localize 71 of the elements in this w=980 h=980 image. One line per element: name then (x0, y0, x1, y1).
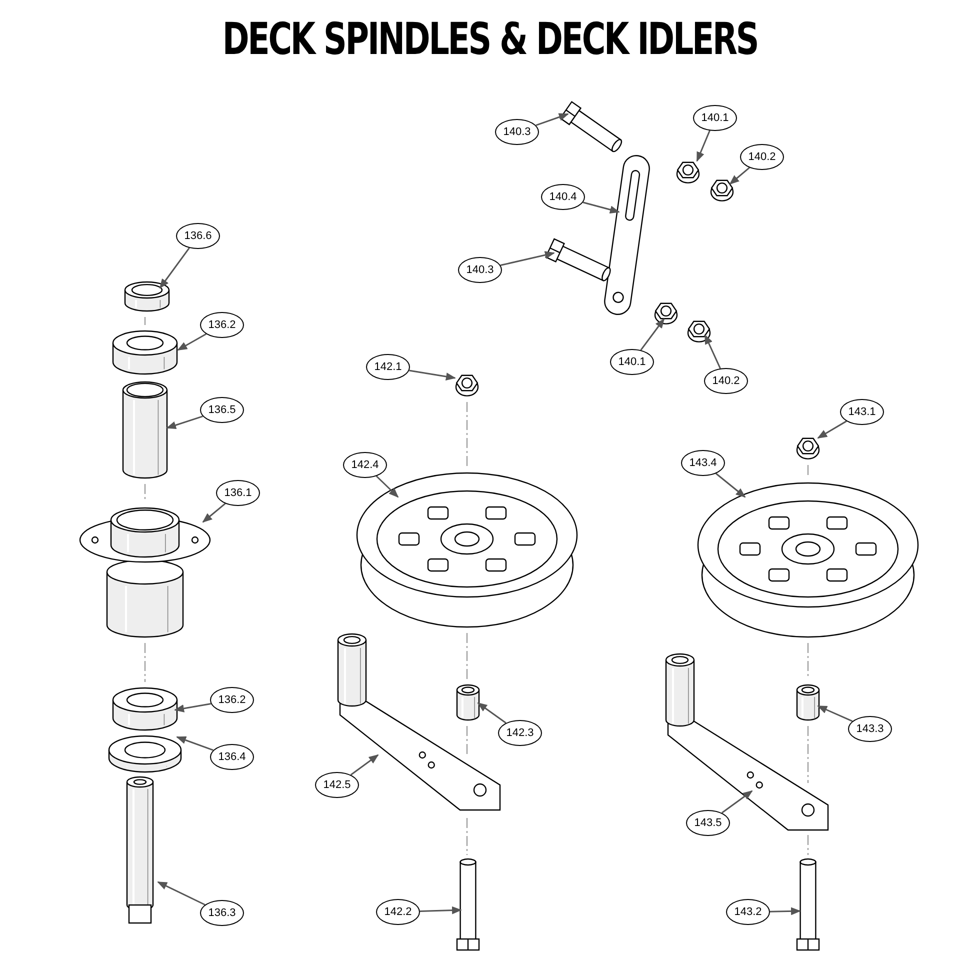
leader-line (420, 906, 462, 914)
callout-number: 140.3 (458, 257, 502, 283)
callout-number: 136.1 (216, 480, 260, 506)
leader-line (409, 370, 456, 380)
leader-line (500, 251, 555, 266)
leader-line (582, 202, 620, 214)
leader-line (376, 476, 399, 498)
leader-line (721, 790, 753, 814)
callout-number: 143.3 (848, 716, 892, 742)
bearing-drawing (112, 687, 178, 731)
callout-number: 143.2 (726, 899, 770, 925)
leader-line (536, 113, 569, 126)
bolt-drawing (544, 238, 611, 282)
leader-line (176, 736, 214, 751)
leader-line (159, 248, 190, 289)
callout-number: 142.3 (498, 720, 542, 746)
callout-number: 136.5 (200, 397, 244, 423)
leader-line (817, 705, 853, 722)
callout-number: 136.3 (200, 900, 244, 926)
callout-number: 136.6 (176, 223, 220, 249)
nut-drawing (654, 302, 678, 324)
pulley-drawing (356, 472, 578, 628)
leader-line (770, 907, 801, 916)
spacer-drawing (456, 684, 480, 721)
spacer-drawing (796, 684, 820, 721)
bearing-drawing (112, 330, 178, 375)
callout-number: 143.1 (840, 399, 884, 425)
spindle-housing-drawing (79, 507, 211, 638)
callout-number: 143.4 (681, 450, 725, 476)
leader-line (704, 334, 721, 369)
callout-number: 140.3 (495, 119, 539, 145)
callout-number: 142.4 (343, 452, 387, 478)
callout-number: 140.4 (541, 184, 585, 210)
pulley-drawing (697, 482, 919, 638)
bushing-drawing (124, 281, 170, 312)
idler-arm-drawing (665, 653, 829, 831)
nut-drawing (455, 374, 479, 396)
callout-number: 142.2 (376, 899, 420, 925)
seal-drawing (108, 735, 182, 773)
leader-line (640, 318, 665, 351)
callout-number: 142.5 (315, 772, 359, 798)
nut-drawing (676, 162, 700, 184)
callout-number: 140.1 (693, 105, 737, 131)
bolt-drawing (456, 858, 480, 951)
callout-number: 136.2 (210, 687, 254, 713)
nut-drawing (710, 180, 734, 202)
leader-line (166, 416, 203, 429)
callout-number: 136.2 (200, 312, 244, 338)
bolt-drawing (796, 858, 820, 951)
callout-number: 140.2 (704, 368, 748, 394)
callout-number: 140.1 (610, 349, 654, 375)
leader-line (202, 503, 226, 523)
leader-line (716, 472, 746, 498)
nut-drawing (796, 438, 820, 460)
spacer-tube-drawing (122, 381, 168, 479)
leader-line (350, 754, 379, 776)
callout-number: 140.2 (740, 144, 784, 170)
callout-number: 142.1 (366, 354, 410, 380)
nut-drawing (687, 320, 711, 342)
callout-number: 143.5 (686, 810, 730, 836)
leader-line (177, 333, 207, 351)
leader-line (696, 130, 710, 162)
leader-line (477, 702, 506, 724)
diagram-title: DECK SPINDLES & DECK IDLERS (221, 14, 759, 65)
leader-line (174, 702, 212, 712)
callout-number: 136.4 (210, 744, 254, 770)
shaft-drawing (126, 776, 154, 924)
bolt-drawing (559, 100, 622, 152)
leader-line (157, 881, 206, 906)
leader-line (817, 420, 847, 439)
leader-line (729, 167, 750, 185)
